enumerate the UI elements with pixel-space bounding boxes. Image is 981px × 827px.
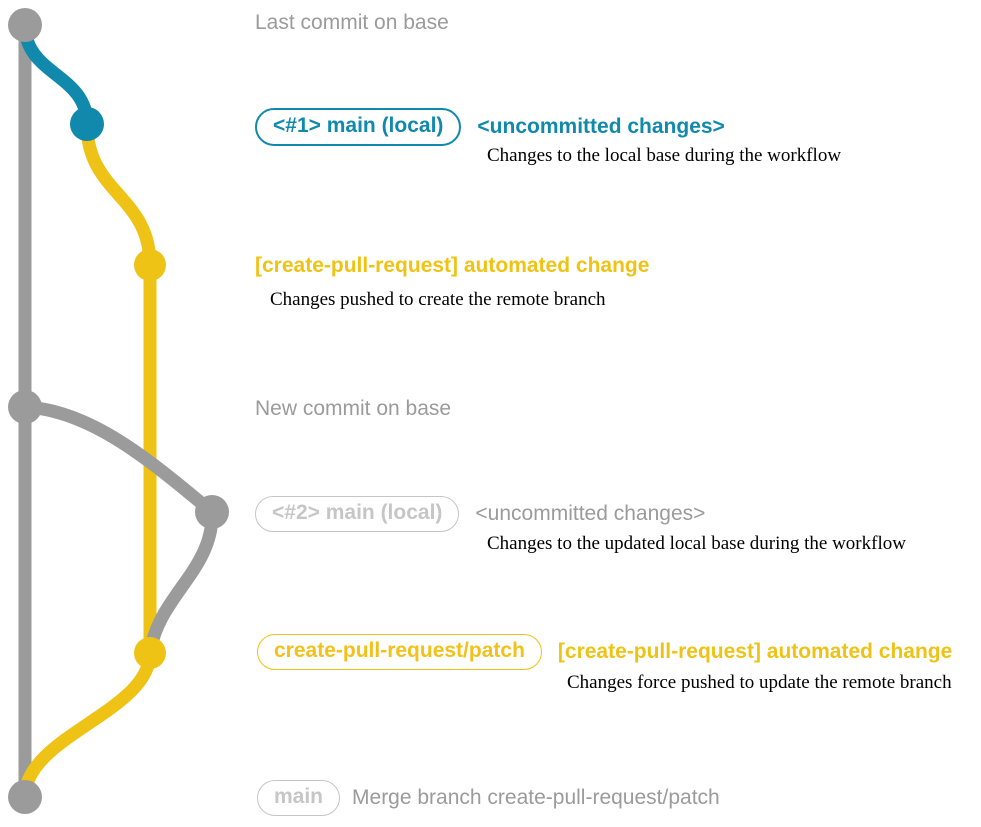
commit-node-base-2: [8, 390, 42, 424]
branch-pill-local-1[interactable]: <#1> main (local): [255, 108, 462, 147]
commit-node-base-1: [8, 8, 42, 42]
commit-description-remote-2: Changes force pushed to update the remot…: [567, 672, 952, 693]
commit-subject-base-3: Merge branch create-pull-request/patch: [352, 786, 720, 809]
commit-heading-base-2: New commit on base: [255, 397, 452, 420]
edge-local-2-to-remote-2: [143, 505, 219, 660]
commit-row-remote-1: [create-pull-request] automated change: [255, 254, 650, 277]
commit-row-base-2: New commit on base: [255, 397, 452, 420]
graph-nodes: [8, 8, 229, 814]
edge-remote-2-to-base-3: [18, 646, 157, 804]
commit-subject-local-2: <uncommitted changes>: [475, 502, 706, 525]
commit-description-local-2: Changes to the updated local base during…: [487, 533, 906, 554]
commit-node-remote-1: [134, 249, 166, 281]
commit-node-local-2: [195, 495, 229, 529]
edge-base-to-local-1: [18, 18, 94, 131]
graph-edges: [18, 18, 219, 804]
commit-subject-local-1: <uncommitted changes>: [477, 115, 725, 138]
commit-row-remote-2: create-pull-request/patch [create-pull-r…: [257, 634, 953, 671]
commit-row-local-1: <#1> main (local) <uncommitted changes>: [255, 108, 725, 147]
commit-node-local-1: [70, 107, 104, 141]
commit-subject-remote-1: [create-pull-request] automated change: [255, 254, 650, 277]
commit-node-base-3: [8, 780, 42, 814]
commit-description-remote-1: Changes pushed to create the remote bran…: [270, 289, 606, 310]
edge-local-1-to-remote-1: [80, 117, 157, 272]
commit-description-local-1: Changes to the local base during the wor…: [487, 145, 842, 166]
edge-base-2-to-local-2: [18, 400, 219, 519]
commit-heading-base-1: Last commit on base: [255, 11, 449, 34]
branch-pill-remote-2[interactable]: create-pull-request/patch: [257, 634, 542, 671]
commit-node-remote-2: [134, 637, 166, 669]
commit-subject-remote-2: [create-pull-request] automated change: [557, 640, 953, 663]
branch-pill-local-2[interactable]: <#2> main (local): [255, 496, 460, 533]
branch-pill-base-3[interactable]: main: [257, 780, 341, 817]
commit-row-base-3: main Merge branch create-pull-request/pa…: [257, 780, 720, 817]
commit-row-local-2: <#2> main (local) <uncommitted changes>: [255, 496, 706, 533]
commit-row-base-1: Last commit on base: [255, 11, 449, 34]
